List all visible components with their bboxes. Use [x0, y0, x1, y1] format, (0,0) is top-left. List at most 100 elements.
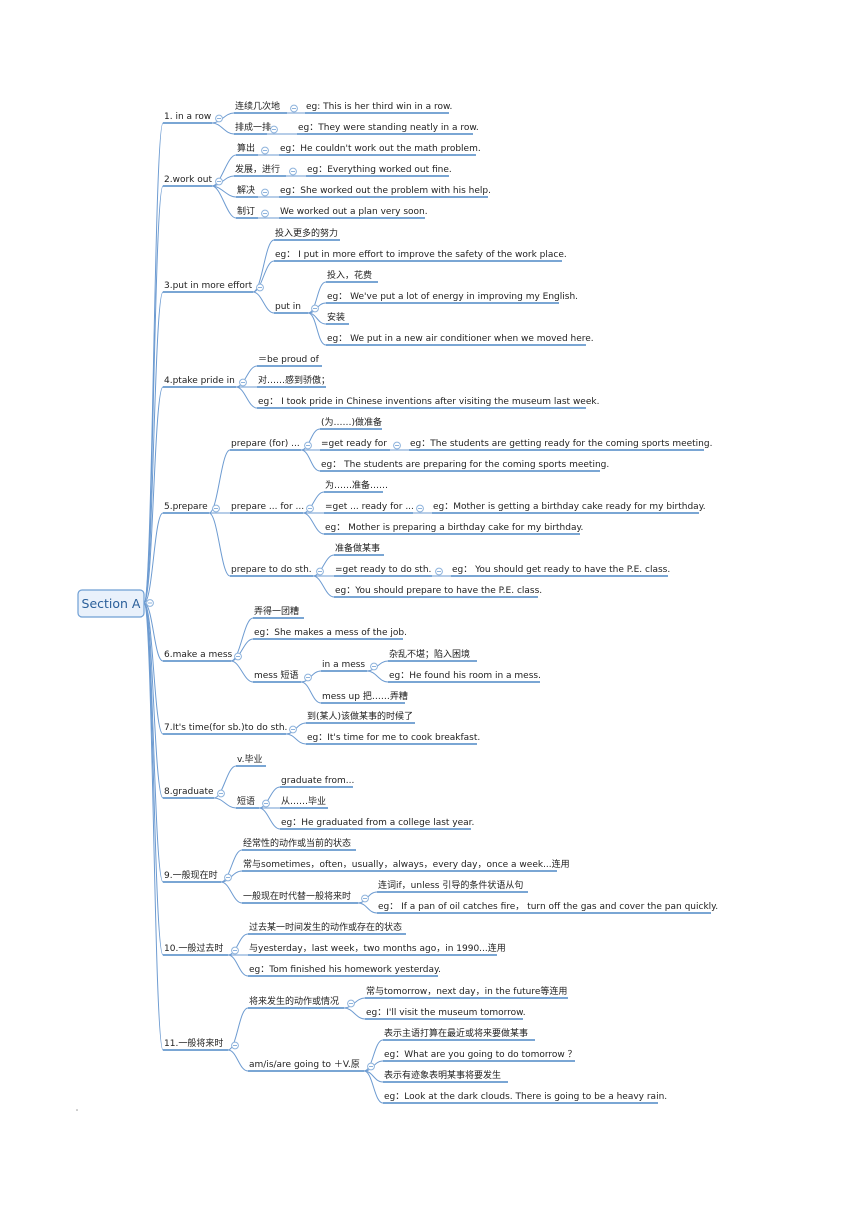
node-label-n9a: 经常性的动作或当前的状态 — [243, 837, 351, 849]
connector-n2b — [211, 175, 235, 187]
node-label-n2a: 算出 — [237, 142, 255, 154]
root-label: Section A — [82, 596, 141, 611]
connector-n3 — [143, 291, 164, 604]
collapse-toggle-icon[interactable] — [367, 1062, 375, 1071]
connector-n11 — [143, 602, 164, 1051]
node-label-n3c2: eg： We've put a lot of energy in improvi… — [327, 292, 578, 302]
collapse-toggle-icon[interactable] — [304, 673, 312, 682]
node-label-n2b1: eg：Everything worked out fine. — [307, 165, 452, 175]
node-label-n11b4: eg：Look at the dark clouds. There is goi… — [384, 1092, 667, 1102]
connector-n6c — [230, 660, 254, 683]
node-label-n5c1: 准备做某事 — [335, 542, 380, 554]
node-label-n9c: 一般现在时代替一般将来时 — [243, 890, 351, 902]
node-label-n9c1: 连词if，unless 引导的条件状语从句 — [378, 879, 523, 891]
toggles — [146, 104, 443, 1071]
collapse-toggle-icon[interactable] — [231, 946, 239, 955]
node-label-n2b: 发展，进行 — [235, 163, 280, 175]
collapse-toggle-icon[interactable] — [262, 799, 270, 808]
collapse-toggle-icon[interactable] — [316, 567, 324, 576]
collapse-toggle-icon[interactable] — [416, 504, 424, 513]
node-label-n11a1: 常与tomorrow，next day，in the future等连用 — [366, 985, 567, 997]
node-label-n11b3: 表示有迹象表明某事将要发生 — [384, 1069, 501, 1081]
connector-n2d — [211, 185, 237, 219]
node-label-n10c: eg：Tom finished his homework yesterday. — [249, 965, 441, 975]
collapse-toggle-icon[interactable] — [311, 304, 319, 313]
collapse-toggle-icon[interactable] — [224, 873, 232, 882]
connector-n3c1 — [307, 281, 327, 314]
connector-n5c — [208, 512, 231, 577]
collapse-toggle-icon[interactable] — [215, 177, 223, 186]
node-label-n4b: 对……感到骄傲； — [258, 374, 330, 386]
node-label-n5b2: =get ... ready for ... — [325, 502, 414, 512]
connector-n5a3 — [300, 449, 321, 472]
connector-n11a — [227, 1007, 249, 1051]
collapse-toggle-icon[interactable] — [347, 999, 355, 1008]
collapse-toggle-icon[interactable] — [435, 567, 443, 576]
collapse-toggle-icon[interactable] — [261, 146, 269, 155]
connector-n8b — [213, 797, 237, 809]
node-label-n11b2: eg：What are you going to do tomorrow ？ — [384, 1050, 577, 1060]
node-label-n5b1: 为……准备…… — [325, 479, 388, 491]
node-label-n1b: 排成一排 — [235, 121, 271, 133]
node-label-n2d1: We worked out a plan very soon. — [280, 207, 428, 217]
node-label-n6a: 弄得一团糟 — [254, 605, 299, 617]
node-label-n7b: eg：It's time for me to cook breakfast. — [307, 733, 480, 743]
node-label-n5a2: =get ready for — [321, 439, 387, 449]
connector-n3c4 — [307, 312, 327, 346]
node-label-n6c1: in a mess — [322, 660, 365, 670]
connector-n5b3 — [302, 512, 325, 535]
connector-n11a2 — [343, 1007, 366, 1020]
node-label-n8: 8.graduate — [164, 787, 214, 797]
collapse-toggle-icon[interactable] — [234, 652, 242, 661]
collapse-toggle-icon[interactable] — [215, 114, 223, 123]
collapse-toggle-icon[interactable] — [256, 283, 264, 292]
node-label-n11a: 将来发生的动作或情况 — [249, 995, 339, 1007]
node-label-n10b: 与yesterday，last week，two months ago，in 1… — [249, 942, 506, 954]
collapse-toggle-icon[interactable] — [370, 662, 378, 671]
collapse-toggle-icon[interactable] — [290, 104, 298, 113]
node-label-n3a: 投入更多的努力 — [275, 227, 338, 239]
connector-n5a1 — [300, 428, 321, 451]
node-label-n5c2a: eg： You should get ready to have the P.E… — [452, 565, 670, 575]
collapse-toggle-icon[interactable] — [239, 378, 247, 387]
collapse-toggle-icon[interactable] — [231, 1041, 239, 1050]
connector-n6 — [143, 602, 164, 662]
collapse-toggle-icon[interactable] — [361, 894, 369, 903]
connector-n5b1 — [302, 491, 325, 514]
collapse-toggle-icon[interactable] — [289, 167, 297, 176]
collapse-toggle-icon[interactable] — [393, 441, 401, 450]
collapse-toggle-icon[interactable] — [304, 441, 312, 450]
connector-n11b — [227, 1049, 249, 1072]
collapse-toggle-icon[interactable] — [261, 188, 269, 197]
connector-n5a — [208, 449, 231, 514]
node-label-n9c2: eg： If a pan of oil catches fire， turn o… — [378, 902, 718, 912]
node-label-n8a: v.毕业 — [237, 753, 263, 765]
root-node[interactable]: Section A — [77, 589, 145, 618]
node-label-n3c1: 投入，花费 — [327, 269, 372, 281]
connector-n4c — [235, 386, 258, 409]
connector-n5c1 — [312, 554, 335, 577]
node-label-n11b: am/is/are going to ＋V.原 — [249, 1059, 360, 1070]
node-label-n5a2a: eg：The students are getting ready for th… — [410, 439, 712, 449]
node-label-n5a3: eg： The students are preparing for the c… — [321, 460, 609, 470]
node-label-n6c: mess 短语 — [254, 669, 299, 681]
collapse-toggle-icon[interactable] — [306, 504, 314, 513]
node-label-n5b2a: eg：Mother is getting a birthday cake rea… — [433, 502, 706, 512]
node-label-n5a: prepare (for) ... — [231, 439, 300, 449]
node-label-n1a: 连续几次地 — [235, 100, 280, 112]
collapse-toggle-icon[interactable] — [289, 725, 297, 734]
collapse-toggle-icon[interactable] — [212, 504, 220, 513]
node-label-n3c3: 安装 — [327, 311, 345, 323]
node-label-n10: 10.一般过去时 — [164, 942, 223, 954]
collapse-toggle-icon[interactable] — [217, 789, 225, 798]
connector-n9a — [220, 849, 243, 883]
node-label-n6c1b: eg：He found his room in a mess. — [389, 671, 541, 681]
node-label-n5: 5.prepare — [164, 502, 208, 512]
connector-n10a — [227, 933, 249, 956]
collapse-toggle-icon[interactable] — [261, 209, 269, 218]
connector-n11b1 — [363, 1039, 384, 1072]
collapse-toggle-icon[interactable] — [270, 125, 278, 134]
root-collapse-toggle-icon[interactable] — [146, 599, 154, 607]
